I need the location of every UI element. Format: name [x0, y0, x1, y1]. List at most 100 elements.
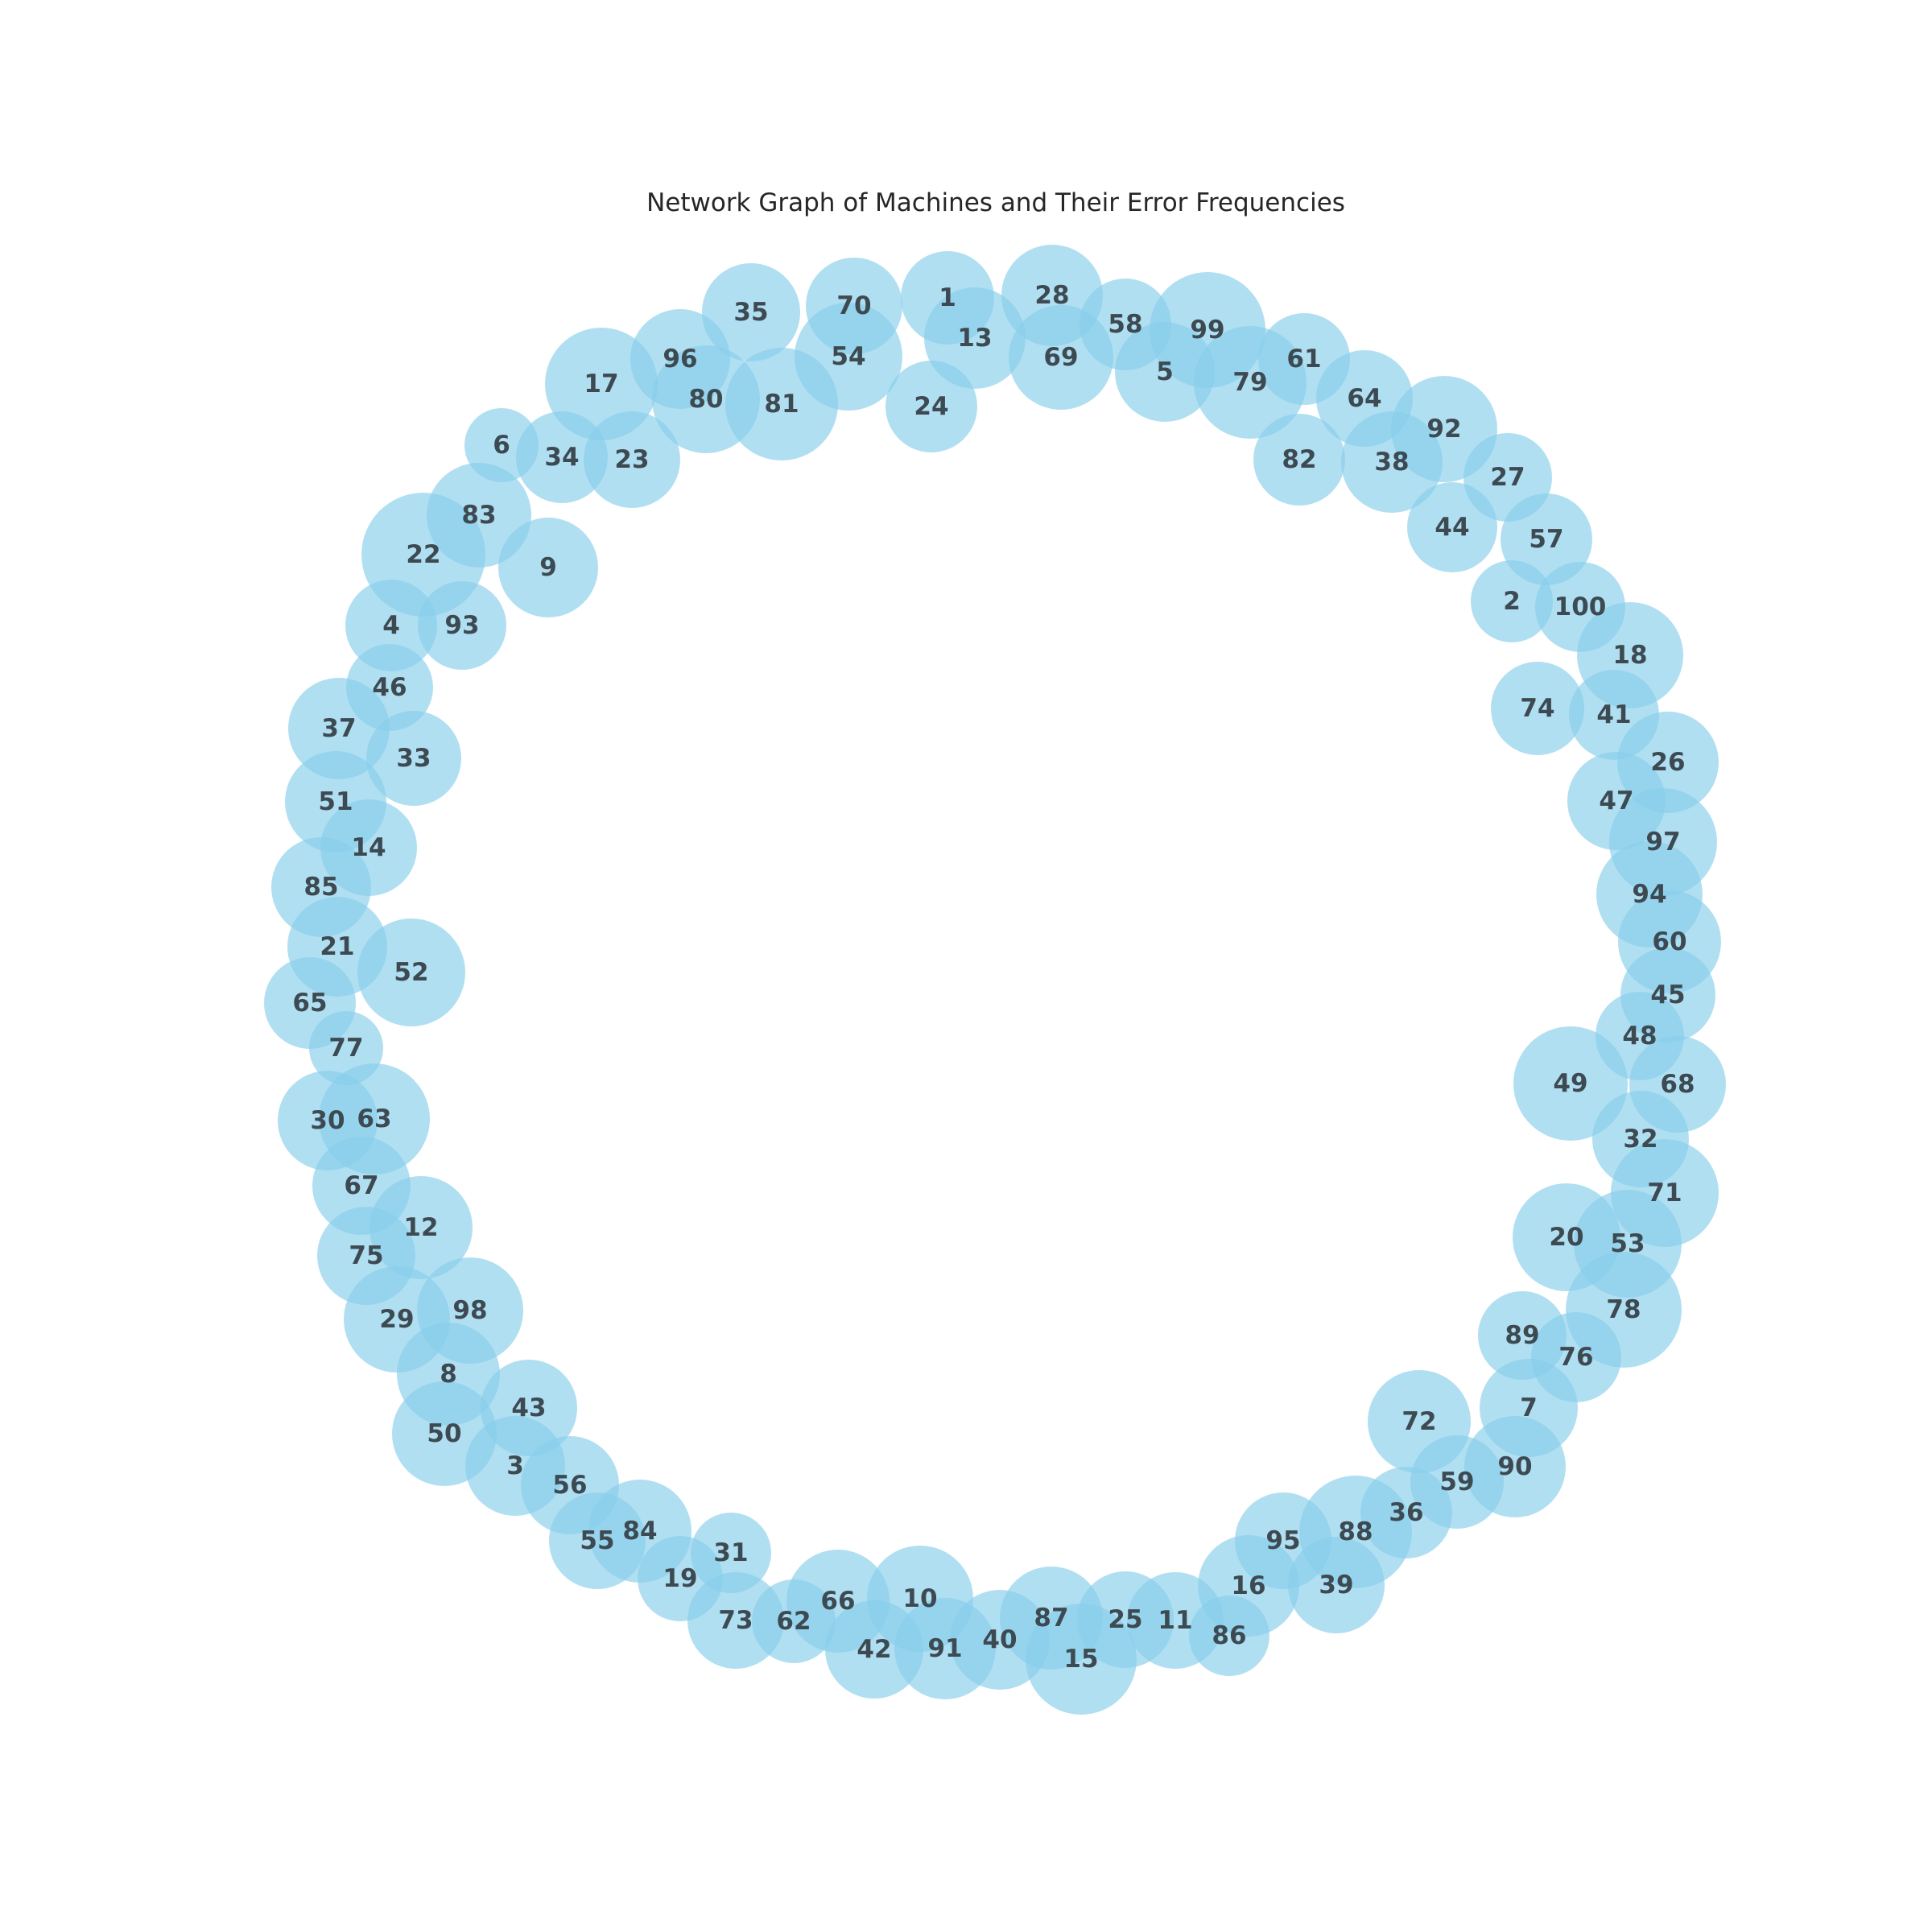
node-48-label: 48	[1622, 1022, 1657, 1051]
node-51-label: 51	[318, 787, 353, 816]
node-62-label: 62	[776, 1607, 811, 1636]
node-17-circle	[545, 328, 658, 440]
node-44-circle	[1407, 482, 1497, 572]
node-32-label: 32	[1623, 1125, 1657, 1154]
node-34-label: 34	[544, 443, 579, 472]
node-29-label: 29	[379, 1305, 414, 1334]
node-54-label: 54	[831, 342, 865, 371]
node-25-label: 25	[1108, 1605, 1142, 1634]
node-57-label: 57	[1529, 525, 1563, 554]
node-6-label: 6	[493, 431, 510, 460]
node-84-label: 84	[622, 1517, 657, 1546]
node-70-circle	[806, 258, 902, 354]
node-35-label: 35	[733, 298, 768, 327]
node-88-label: 88	[1338, 1517, 1373, 1546]
node-13-circle	[924, 287, 1026, 389]
node-16-label: 16	[1231, 1571, 1265, 1600]
node-50-label: 50	[427, 1419, 461, 1448]
node-46-label: 46	[372, 673, 407, 702]
node-39-circle	[1288, 1537, 1385, 1633]
node-55-label: 55	[580, 1526, 614, 1555]
node-33-circle	[366, 711, 461, 806]
node-42-label: 42	[857, 1635, 891, 1664]
node-100-label: 100	[1554, 592, 1607, 621]
node-7-label: 7	[1520, 1393, 1538, 1422]
node-43-label: 43	[511, 1393, 546, 1422]
node-70-label: 70	[836, 291, 871, 320]
node-43-circle	[481, 1360, 577, 1456]
node-11-label: 11	[1158, 1606, 1192, 1635]
node-17-label: 17	[584, 369, 618, 398]
node-26-label: 26	[1650, 748, 1685, 777]
node-89-label: 89	[1505, 1321, 1539, 1350]
node-38-circle	[1341, 411, 1443, 513]
node-3-label: 3	[506, 1451, 524, 1480]
chart-title: Network Graph of Machines and Their Erro…	[646, 188, 1345, 217]
node-93-label: 93	[444, 611, 479, 640]
node-71-label: 71	[1647, 1179, 1682, 1208]
node-59-label: 59	[1439, 1468, 1474, 1496]
node-15-label: 15	[1063, 1645, 1098, 1674]
node-30-label: 30	[310, 1106, 345, 1135]
node-circles	[264, 245, 1726, 1715]
node-80-label: 80	[688, 385, 723, 414]
node-65-label: 65	[292, 989, 327, 1018]
node-33-label: 33	[396, 744, 431, 773]
node-73-label: 73	[718, 1606, 753, 1635]
node-95-label: 95	[1265, 1526, 1300, 1555]
node-5-label: 5	[1156, 357, 1174, 386]
node-74-label: 74	[1520, 694, 1554, 723]
node-35-circle	[702, 263, 800, 361]
node-40-label: 40	[982, 1625, 1017, 1654]
node-98-label: 98	[452, 1296, 487, 1325]
node-78-label: 78	[1606, 1295, 1641, 1324]
node-2-label: 2	[1503, 587, 1521, 616]
node-2-circle	[1471, 560, 1553, 642]
node-83-circle	[427, 463, 531, 568]
node-61-label: 61	[1286, 345, 1321, 374]
node-51-circle	[285, 751, 386, 852]
node-38-label: 38	[1374, 448, 1409, 477]
node-15-circle	[1026, 1604, 1137, 1715]
node-8-label: 8	[440, 1360, 457, 1389]
node-58-label: 58	[1108, 310, 1142, 339]
node-97-label: 97	[1645, 828, 1680, 857]
node-45-label: 45	[1650, 980, 1685, 1009]
node-21-label: 21	[320, 932, 354, 961]
node-1-label: 1	[939, 283, 956, 312]
node-41-label: 41	[1596, 700, 1631, 729]
node-75-circle	[317, 1207, 415, 1305]
node-72-label: 72	[1402, 1407, 1436, 1436]
node-66-label: 66	[820, 1587, 855, 1616]
node-44-label: 44	[1435, 513, 1469, 542]
node-39-label: 39	[1319, 1571, 1353, 1600]
node-92-label: 92	[1426, 415, 1461, 444]
node-94-label: 94	[1632, 880, 1666, 909]
node-99-label: 99	[1190, 316, 1224, 345]
node-60-label: 60	[1652, 927, 1686, 956]
node-52-label: 52	[394, 958, 428, 987]
node-76-label: 76	[1558, 1343, 1593, 1372]
node-85-label: 85	[303, 873, 338, 902]
node-24-label: 24	[914, 392, 948, 421]
node-24-circle	[886, 361, 977, 452]
node-4-label: 4	[382, 611, 400, 640]
node-31-label: 31	[713, 1538, 748, 1567]
node-96-label: 96	[663, 345, 697, 374]
node-90-label: 90	[1497, 1452, 1532, 1481]
node-82-circle	[1253, 414, 1345, 506]
node-10-label: 10	[902, 1584, 937, 1613]
node-64-label: 64	[1347, 384, 1381, 413]
node-87-label: 87	[1034, 1604, 1068, 1633]
node-68-label: 68	[1660, 1070, 1695, 1099]
node-56-label: 56	[552, 1471, 587, 1500]
node-86-label: 86	[1212, 1621, 1246, 1650]
node-63-label: 63	[357, 1104, 391, 1133]
node-23-label: 23	[614, 445, 649, 474]
node-83-label: 83	[461, 501, 496, 530]
node-28-label: 28	[1034, 281, 1069, 310]
node-22-label: 22	[406, 540, 440, 569]
